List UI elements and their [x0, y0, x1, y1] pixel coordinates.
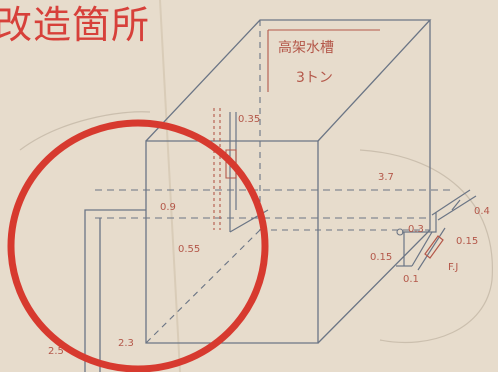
riser-b-label: 2.3 — [118, 338, 134, 349]
red-dash-pipe — [213, 108, 237, 230]
valve-mid-label: 0.15 — [456, 236, 478, 247]
tank-label-box — [267, 29, 380, 92]
red-fitting — [424, 235, 444, 259]
pipe-end-cap-icon — [396, 228, 404, 236]
bottom-a-label: 0.15 — [370, 252, 392, 263]
faint-arc-left — [19, 111, 151, 151]
paper-fold-line — [159, 0, 181, 372]
left-inner-label: 0.9 — [160, 202, 176, 213]
highlight-circle — [7, 119, 269, 372]
right-span-label: 3.7 — [378, 172, 394, 183]
modification-title: 改造箇所 — [0, 3, 151, 47]
top-pipe-label: 0.35 — [238, 114, 260, 125]
left-riser-pipes — [84, 209, 146, 372]
tank-name-label: 高架水槽 — [278, 39, 334, 56]
riser-a-label: 2.5 — [48, 346, 64, 357]
faint-arc — [359, 149, 493, 344]
fitting-label: F.J — [448, 262, 458, 273]
valve-top-label: 0.4 — [474, 206, 490, 217]
level-lines — [95, 189, 450, 219]
outlet-pipe — [396, 189, 477, 271]
valve-mark — [451, 199, 461, 211]
bottom-b-label: 0.1 — [403, 274, 419, 285]
drop-left-label: 0.55 — [178, 244, 200, 255]
tank-capacity-label: 3トン — [296, 70, 333, 86]
right-inner-label: 0.3 — [408, 224, 424, 235]
tank-hidden-edges — [145, 20, 430, 344]
